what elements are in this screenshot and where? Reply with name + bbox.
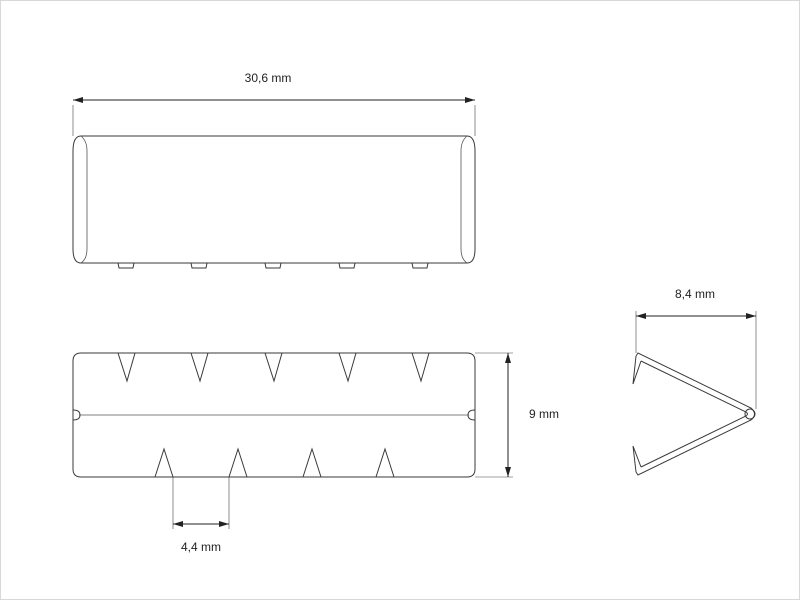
flat-view-upper-tooth-2 (190, 352, 209, 383)
top-view-tooth-4 (338, 262, 356, 269)
spacing-dimension: 4,4 mm (172, 477, 230, 554)
side-width-arrow-left (636, 313, 646, 319)
top-view-left-edge (80, 135, 88, 264)
flat-view-lower-tooth-4 (375, 447, 395, 478)
flat-view-upper-tooth-3 (264, 352, 283, 383)
side-view-top-tip (632, 355, 642, 385)
height-arrow-bottom (505, 467, 511, 477)
side-width-label: 8,4 mm (675, 287, 715, 301)
spacing-label: 4,4 mm (181, 540, 221, 554)
height-label: 9 mm (529, 407, 559, 421)
side-view (632, 352, 756, 476)
width-dimension: 30,6 mm (72, 71, 476, 136)
top-view-body (72, 135, 476, 264)
flat-view-outline (72, 352, 476, 478)
spacing-arrow-right (219, 521, 229, 527)
flat-view (72, 352, 476, 478)
flat-view-notch-right (467, 409, 476, 421)
height-dimension: 9 mm (475, 352, 559, 478)
side-view-bottom-tip (632, 445, 642, 473)
flat-view-lower-tooth-1 (154, 447, 174, 478)
spacing-arrow-left (173, 521, 183, 527)
side-view-inner-profile (640, 360, 748, 468)
flat-view-lower-tooth-2 (228, 447, 248, 478)
width-label: 30,6 mm (245, 71, 292, 85)
side-view-fold-circle (744, 408, 756, 420)
width-arrow-left (73, 97, 83, 103)
flat-view-upper-tooth-1 (117, 352, 136, 383)
side-width-dimension: 8,4 mm (635, 287, 757, 409)
side-width-arrow-right (746, 313, 756, 319)
flat-view-notch-left (72, 409, 81, 421)
width-arrow-right (465, 97, 475, 103)
flat-view-upper-tooth-4 (338, 352, 357, 383)
side-view-outer-profile (635, 352, 755, 476)
top-view-tooth-5 (411, 262, 429, 269)
flat-view-upper-tooth-5 (411, 352, 430, 383)
flat-view-lower-tooth-3 (302, 447, 322, 478)
height-arrow-top (505, 353, 511, 363)
top-view-tooth-1 (117, 262, 135, 269)
top-view-tooth-3 (264, 262, 282, 269)
top-view (72, 135, 476, 269)
top-view-right-edge (460, 135, 468, 264)
top-view-tooth-2 (190, 262, 208, 269)
